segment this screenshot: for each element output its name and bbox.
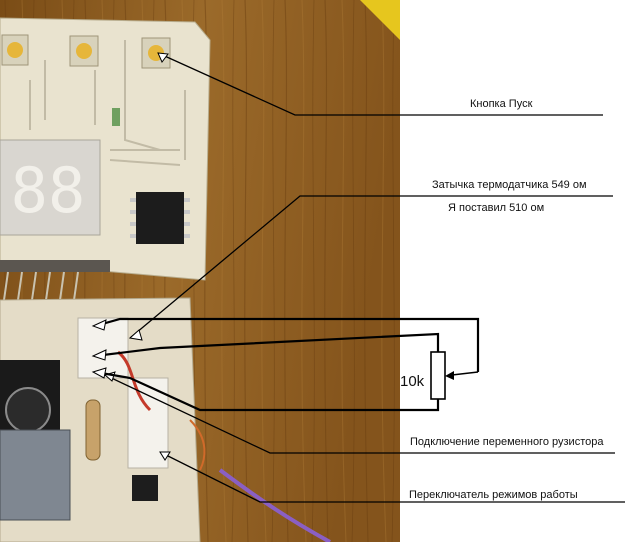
small-black-part [132,475,158,501]
circuit-board-photo: 88 [0,0,400,542]
tactile-button-start [141,37,171,69]
resistor-value-label: 10k [400,373,425,390]
pin-header [0,260,110,301]
label-variable-resistor: Подключение переменного рузистора [410,436,604,448]
wiper-line [451,371,479,376]
tactile-button-1 [1,34,29,66]
ic-chip [130,192,190,244]
label-start-button: Кнопка Пуск [470,98,533,110]
photo-drawing: 88 [0,0,400,542]
tactile-button-2 [69,35,99,67]
smd-component [112,108,120,126]
label-mode-switch: Переключатель режимов работы [409,489,578,501]
label-installed-resistor: Я поставил 510 ом [448,202,545,214]
seven-segment-display: 88 [0,139,101,236]
white-connector [77,317,129,379]
variable-resistor-symbol [430,351,446,400]
label-thermo-plug: Затычка термодатчика 549 ом [432,179,587,191]
board-resistor [85,399,101,461]
display-digits: 88 [11,154,86,227]
relay-box [0,429,71,521]
mode-switch-connector [127,377,169,469]
yellow-object [360,0,400,40]
